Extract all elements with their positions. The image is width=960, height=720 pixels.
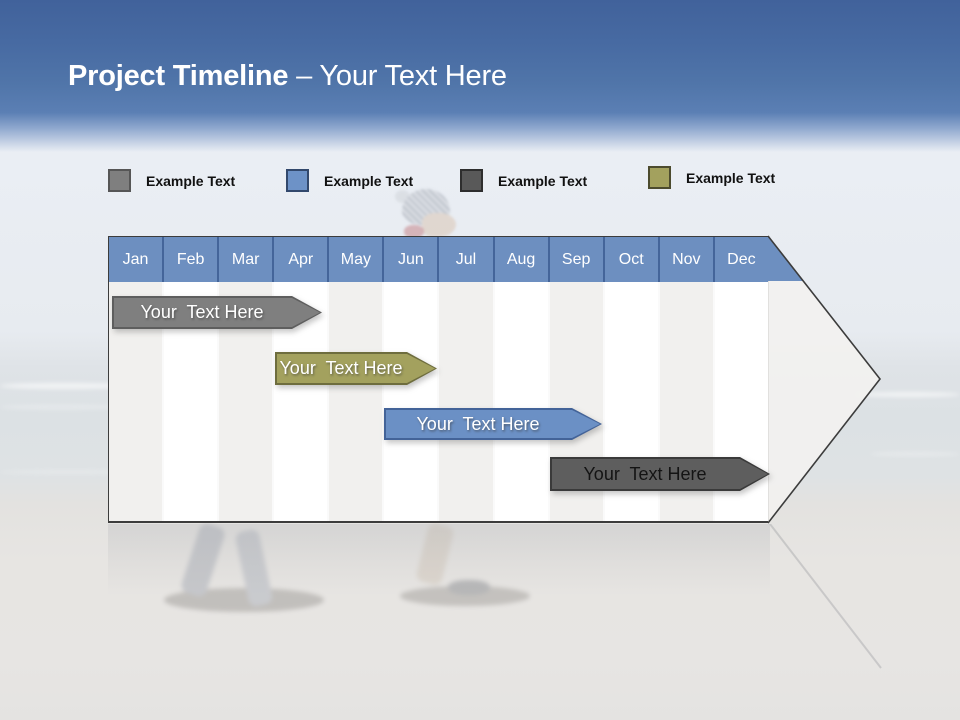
task-bar-label: Your Text Here — [416, 413, 540, 434]
legend-swatch-gray — [108, 169, 131, 192]
task-bar-shape: Your Text Here — [275, 352, 437, 385]
month-column — [384, 282, 440, 521]
task-bar-shape: Your Text Here — [384, 408, 602, 440]
task-bar-1: Your Text Here — [112, 296, 322, 329]
task-bar-label: Your Text Here — [279, 358, 403, 378]
task-bar-shape: Your Text Here — [550, 457, 770, 491]
person-jacket — [404, 225, 424, 238]
timeline-table: Jan Feb Mar Apr May Jun Jul Aug Sep Oct … — [108, 236, 769, 523]
month-header-row: Jan Feb Mar Apr May Jun Jul Aug Sep Oct … — [109, 237, 768, 282]
legend-label: Example Text — [498, 172, 588, 189]
month-cell-jan: Jan — [109, 237, 165, 282]
table-reflection — [108, 524, 770, 596]
month-cell-apr: Apr — [274, 237, 330, 282]
task-bar-2: Your Text Here — [275, 352, 437, 385]
task-bar-label: Your Text Here — [583, 463, 707, 484]
legend-label: Example Text — [324, 172, 414, 189]
legend-item-1: Example Text — [108, 169, 235, 192]
arrowhead-outline — [768, 235, 882, 524]
page-title: Project Timeline – Your Text Here — [68, 60, 507, 93]
title-primary: Project Timeline — [68, 60, 289, 92]
month-cell-feb: Feb — [164, 237, 220, 282]
month-column — [439, 282, 495, 521]
task-bar-fill — [386, 410, 600, 438]
month-cell-aug: Aug — [495, 237, 550, 282]
task-bar-label: Your Text Here — [140, 302, 264, 322]
person-shoe — [448, 580, 490, 595]
legend-swatch-blue — [286, 169, 309, 192]
arrowhead-body — [768, 236, 880, 523]
person-shadow — [164, 588, 324, 612]
month-cell-mar: Mar — [219, 237, 275, 282]
legend-label: Example Text — [146, 172, 236, 189]
task-bar-fill — [277, 354, 435, 383]
month-cell-jul: Jul — [439, 237, 495, 282]
legend-swatch-darkgray — [460, 169, 483, 192]
background-person-head — [392, 189, 464, 239]
arrowhead-reflection — [769, 524, 882, 669]
task-bar-4: Your Text Here — [550, 457, 770, 491]
task-bar-shape: Your Text Here — [112, 296, 322, 329]
sea-wave — [0, 470, 140, 474]
timeline-arrowhead — [768, 235, 882, 524]
person-shadow — [400, 586, 530, 606]
month-cell-jun: Jun — [384, 237, 440, 282]
legend-item-3: Example Text — [460, 169, 587, 192]
sea-wave — [0, 383, 130, 389]
month-cell-oct: Oct — [605, 237, 660, 282]
sea-wave — [870, 452, 960, 456]
legend-item-2: Example Text — [286, 169, 413, 192]
legend-label: Example Text — [686, 169, 776, 186]
month-columns — [109, 282, 768, 521]
sea-wave — [856, 392, 960, 397]
task-bar-fill — [552, 459, 768, 489]
legend-item-4: Example Text — [648, 166, 775, 189]
month-column — [329, 282, 385, 521]
legend-swatch-olive — [648, 166, 671, 189]
month-cell-may: May — [329, 237, 385, 282]
background-person-legs — [150, 521, 570, 639]
person-face — [422, 213, 456, 237]
header-gradient-band — [0, 0, 960, 152]
title-secondary: – Your Text Here — [296, 60, 507, 92]
month-cell-dec: Dec — [727, 250, 756, 268]
month-column — [494, 282, 550, 521]
month-cell-sep: Sep — [550, 237, 605, 282]
task-bar-3: Your Text Here — [384, 408, 602, 440]
task-bar-fill — [114, 298, 320, 327]
month-cell-nov: Nov — [660, 237, 715, 282]
sea-wave — [0, 405, 120, 409]
